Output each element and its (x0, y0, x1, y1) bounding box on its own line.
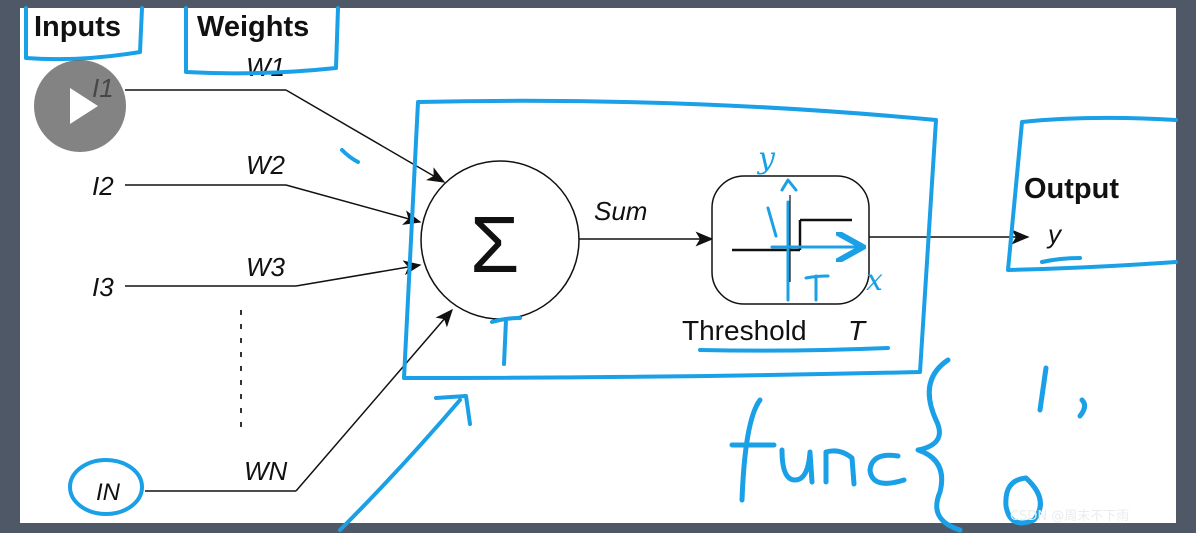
weight-edge-1 (285, 89, 446, 183)
func-handwriting (729, 397, 907, 503)
frame-left (0, 0, 20, 533)
threshold-underline-annotation (698, 346, 890, 353)
handwritten-annotations (24, 6, 1178, 533)
sigma-symbol: Σ (470, 200, 519, 289)
weights-box-annotation (184, 6, 340, 76)
inputs-box-annotation (24, 6, 144, 62)
slide-background (20, 8, 1176, 523)
frame-top (0, 0, 1196, 8)
watermark: CSDN @周末不下雨 (1010, 509, 1130, 524)
output-box-annotation (1006, 115, 1178, 272)
weights-header: Weights (197, 11, 309, 43)
weight-edge-3 (295, 260, 422, 287)
bias-t-annotation (490, 316, 522, 366)
axis-y-letter: y (756, 141, 776, 176)
y-axis-arrowhead (780, 178, 798, 192)
input-n-circle-annotation (68, 458, 144, 516)
play-button[interactable] (34, 60, 126, 152)
weight-edge-n (295, 308, 453, 492)
play-icon (70, 88, 98, 124)
output-variable: y (1046, 219, 1063, 249)
input-label-3: I3 (92, 272, 114, 302)
brace-annotation (915, 357, 963, 533)
axis-t-annotation (804, 274, 830, 302)
zero-handwriting (1003, 475, 1043, 526)
slash-mark-annotation (766, 206, 778, 238)
weight-label-1: W1 (246, 52, 285, 82)
inputs-header: Inputs (34, 11, 121, 43)
one-handwriting (1037, 365, 1088, 419)
input-label-n: IN (96, 479, 121, 506)
frame-right (1176, 0, 1196, 533)
threshold-label: Threshold (682, 315, 807, 346)
input-label-2: I2 (92, 171, 114, 201)
tick-annotation (340, 148, 360, 164)
output-label: Output (1024, 173, 1119, 205)
sum-label: Sum (594, 196, 647, 226)
frame-bottom (0, 523, 1196, 533)
weight-edge-2 (285, 184, 422, 225)
function-box-annotation (402, 98, 938, 380)
weight-label-n: WN (244, 456, 288, 486)
threshold-variable: T (848, 315, 867, 346)
axis-x-letter: x (866, 263, 883, 298)
weight-label-2: W2 (246, 150, 286, 180)
weight-label-3: W3 (246, 252, 286, 282)
pointer-arrow-annotation (338, 394, 472, 532)
output-underline-annotation (1040, 256, 1082, 264)
